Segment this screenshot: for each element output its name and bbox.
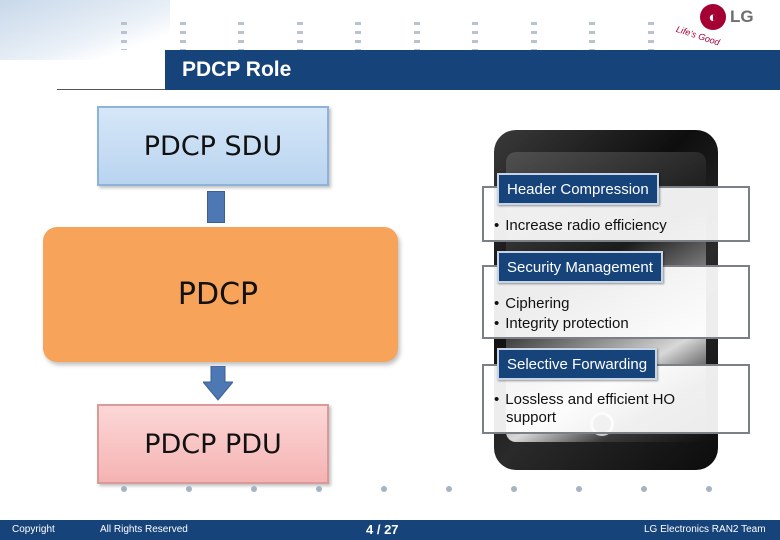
footer-copyright: Copyright (12, 524, 55, 535)
decorative-dot (511, 486, 517, 492)
decorative-dot (186, 486, 192, 492)
footer-bar: Copyright All Rights Reserved 4 / 27 LG … (0, 520, 780, 540)
decorative-dot (316, 486, 322, 492)
feature-label-header-compression: Header Compression (497, 173, 659, 205)
decorative-dot (381, 486, 387, 492)
header-dash-pattern (121, 22, 127, 50)
page-title: PDCP Role (165, 50, 780, 90)
feature-bullet: Increase radio efficiency (484, 216, 748, 236)
header-dash-pattern (355, 22, 361, 50)
feature-bullet: Ciphering (484, 294, 748, 314)
header-dash-pattern (589, 22, 595, 50)
logo-text: LG (730, 7, 754, 26)
header-decoration (0, 0, 170, 60)
header-dash-pattern (648, 22, 654, 50)
title-underline (57, 89, 165, 90)
decorative-dot (641, 486, 647, 492)
feature-label-security-management: Security Management (497, 251, 663, 283)
decorative-dot (251, 486, 257, 492)
feature-bullet: Integrity protection (484, 314, 748, 334)
down-arrow-icon (203, 366, 233, 401)
lg-logo: ◐ LG Life's Good (675, 2, 774, 47)
header-dash-pattern (414, 22, 420, 50)
decorative-dot (576, 486, 582, 492)
header-dash-pattern (472, 22, 478, 50)
pdcp-sdu-box: PDCP SDU (97, 106, 329, 186)
header-dash-pattern (180, 22, 186, 50)
page-number: 4 / 27 (366, 522, 399, 537)
feature-label-selective-forwarding: Selective Forwarding (497, 348, 658, 380)
footer-rights: All Rights Reserved (100, 524, 188, 535)
connector-shaft (207, 191, 225, 223)
pdcp-pdu-box: PDCP PDU (97, 404, 329, 484)
lg-face-icon: ◐ (700, 4, 726, 30)
decorative-dot (446, 486, 452, 492)
decorative-dot (706, 486, 712, 492)
header-dash-pattern (297, 22, 303, 50)
feature-bullet: Lossless and efficient HO support (484, 391, 718, 427)
header-dash-pattern (531, 22, 537, 50)
header-dash-pattern (238, 22, 244, 50)
footer-team: LG Electronics RAN2 Team (644, 524, 766, 535)
pdcp-process-box: PDCP (43, 227, 398, 362)
decorative-dot (121, 486, 127, 492)
